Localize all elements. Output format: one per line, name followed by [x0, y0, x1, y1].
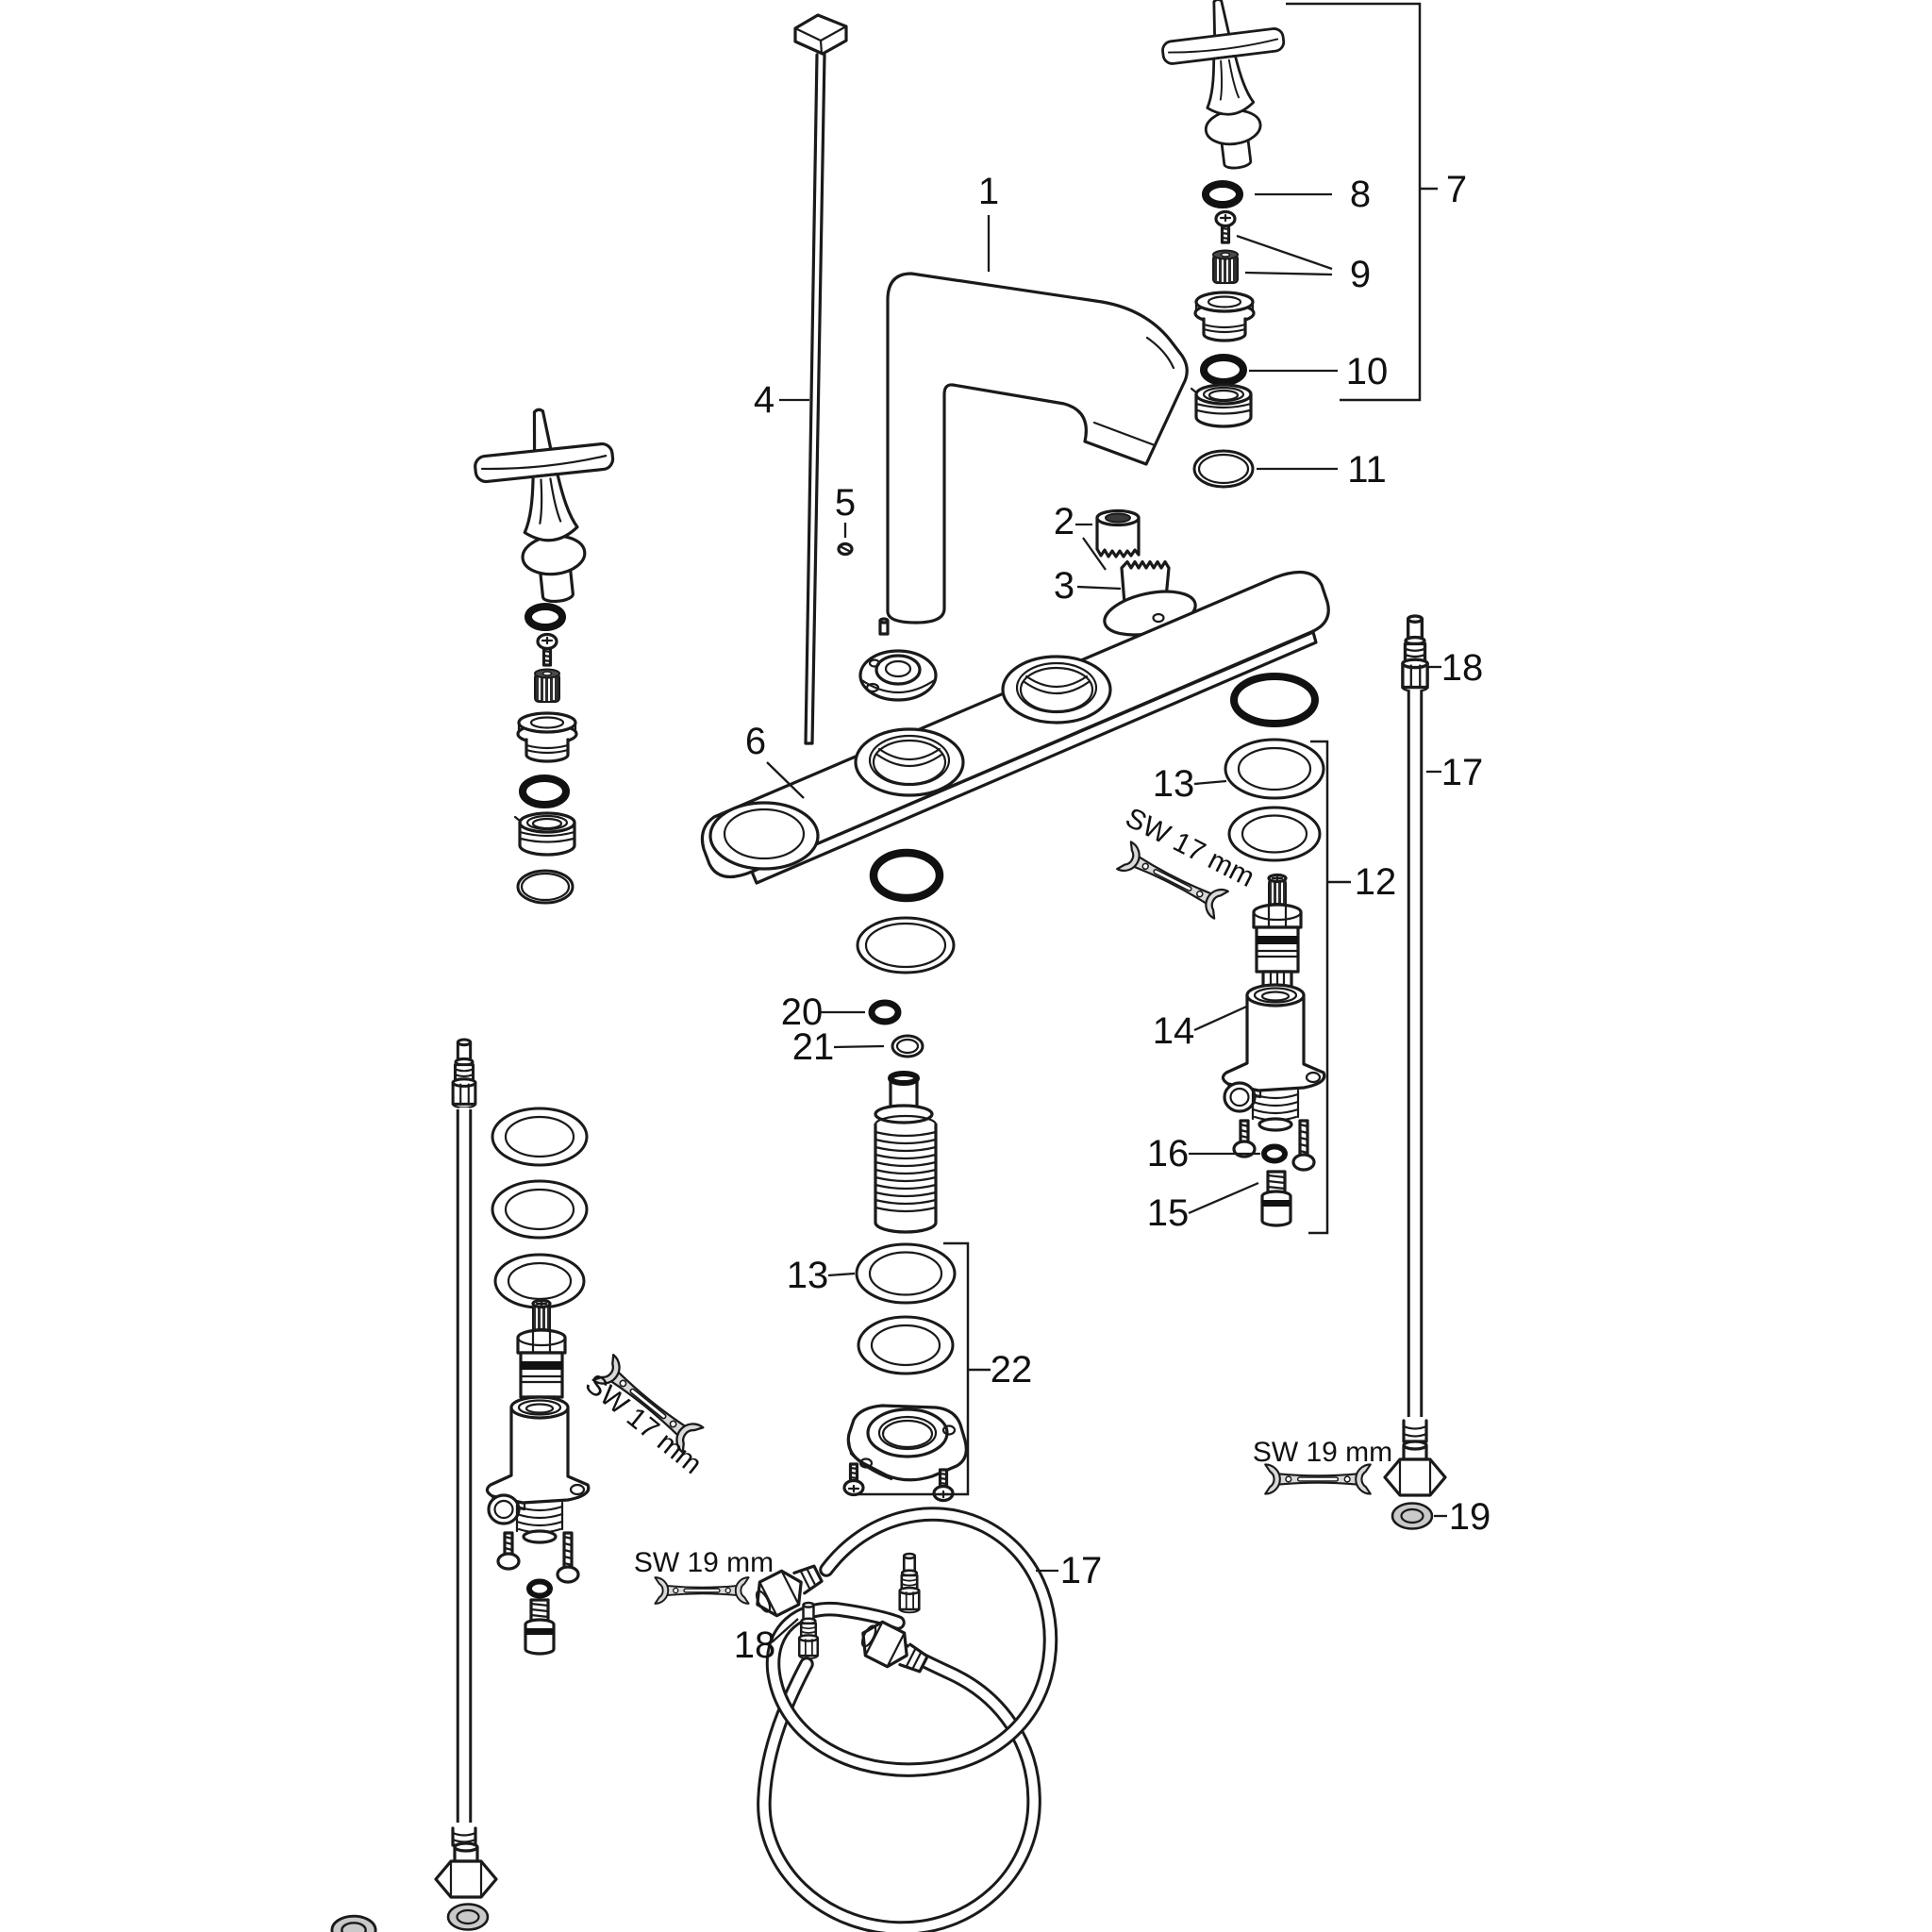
spout: 1: [878, 171, 1189, 636]
callout-3: 3: [1054, 565, 1074, 607]
wrench-label-sw19-bottom: SW 19 mm: [634, 1547, 774, 1578]
plate-hole-spout: [708, 801, 820, 871]
o-ring-10: [1200, 354, 1247, 386]
bracket-12: [1308, 740, 1351, 1235]
plate-hole-middle: [854, 727, 965, 797]
seal-ring-11: [1192, 449, 1255, 489]
callout-15: 15: [1147, 1192, 1190, 1234]
bracket-22: [854, 1241, 991, 1496]
aerator-key: [1103, 559, 1197, 637]
hose-connector-center: [898, 1552, 921, 1614]
callout-4: 4: [754, 379, 774, 421]
callout-2: 2: [1054, 501, 1074, 542]
handle-right-exploded: 7 8 9 10 11: [1156, 0, 1467, 491]
valve-body-right: [1221, 983, 1326, 1172]
callout-16: 16: [1147, 1133, 1190, 1174]
center-column-exploded: 20 21 13: [781, 848, 1033, 1503]
callout-18-bottom: 18: [734, 1624, 776, 1666]
callout-18-right: 18: [1441, 647, 1484, 689]
callout-7: 7: [1446, 169, 1467, 210]
handle-left-exploded: [468, 401, 629, 905]
spout-escutcheon: [858, 649, 938, 702]
adapter-left: [524, 1598, 556, 1656]
wrench-label-sw17-right: SW 17 mm: [1121, 802, 1259, 893]
hose-washer-left: [446, 1903, 490, 1931]
hose-nut-left: [434, 1841, 498, 1899]
bracket-7: [1286, 2, 1438, 402]
plate-hole-right: [1001, 655, 1112, 724]
valve-body-left: [485, 1395, 591, 1584]
callout-1: 1: [978, 171, 999, 212]
o-ring-left-handle: [525, 603, 566, 631]
right-valve-exploded: 13 SW 17 mm 14 16 15 12: [1116, 673, 1397, 1235]
callout-19: 19: [1449, 1496, 1491, 1538]
callout-12: 12: [1355, 861, 1397, 903]
o-ring-8: [1202, 180, 1243, 208]
callout-17-right: 17: [1441, 752, 1484, 793]
connection-hoses: SW 19 mm 18 17: [634, 1507, 1103, 1932]
wrench-sw19-bottom: [654, 1576, 750, 1605]
aerator-insert: [1095, 508, 1141, 558]
threaded-bushing-left: [513, 811, 576, 857]
mounting-flange: [846, 1404, 968, 1482]
seal-ring-left: [516, 869, 575, 905]
hose-corrugation-right: [1402, 1419, 1428, 1443]
right-supply-hose: 18 17 19 SW 19 mm: [1253, 614, 1491, 1538]
aerator-exploded: 2 3: [1054, 501, 1197, 637]
callout-10: 10: [1346, 351, 1389, 392]
callout-13-center: 13: [787, 1255, 829, 1296]
o-ring-left-2: [519, 774, 570, 808]
cross-handle-left: [468, 401, 629, 610]
hose-connector-left-top: [451, 1038, 477, 1109]
spout-pin: [878, 619, 890, 636]
washers-13-right: [1224, 738, 1325, 862]
pull-rod: [804, 53, 826, 745]
callout-8: 8: [1350, 174, 1371, 215]
cartridge-14: [1252, 873, 1303, 993]
wrench-sw19-right: [1264, 1463, 1372, 1495]
hose-washer-left-2: [330, 1914, 377, 1932]
handle-bushing-right: [1193, 291, 1256, 342]
handle-bushing-left: [516, 711, 578, 763]
washer-under-plate: [856, 916, 956, 974]
callout-5: 5: [835, 482, 856, 524]
o-ring-left-valve: [526, 1578, 553, 1599]
wrench-label-sw19-right: SW 19 mm: [1253, 1437, 1392, 1468]
callout-11: 11: [1347, 449, 1387, 491]
spline-adapter-left: [534, 668, 560, 703]
callout-17-bottom: 17: [1060, 1550, 1103, 1591]
spline-adapter-right: [1212, 249, 1239, 284]
o-ring-20: [868, 999, 902, 1025]
left-supply-hose: [330, 1038, 498, 1932]
callout-21: 21: [792, 1026, 835, 1068]
threaded-bushing-right: [1190, 383, 1253, 428]
callout-9: 9: [1350, 254, 1371, 295]
callout-13-right: 13: [1153, 763, 1195, 805]
callout-20: 20: [781, 991, 824, 1033]
hose-nut-right: [1383, 1440, 1447, 1497]
o-ring-under-plate: [869, 848, 944, 903]
handle-screw-right: [1214, 209, 1237, 244]
adapter-15: [1260, 1170, 1292, 1227]
callout-22: 22: [991, 1349, 1033, 1391]
hose-connector-right-top: [1401, 614, 1429, 693]
o-ring-16: [1261, 1143, 1288, 1164]
cross-handle-right: [1156, 0, 1300, 177]
washers-left: [491, 1107, 589, 1309]
o-ring-right-valve-top: [1230, 673, 1319, 727]
hose-nut-b: [853, 1614, 934, 1683]
handle-screw-left: [536, 632, 558, 667]
flange-screw-left: [842, 1462, 865, 1497]
pull-rod-assembly: 4 5: [754, 13, 856, 745]
washer-center-2: [857, 1315, 955, 1375]
base-plate: 6: [700, 570, 1330, 885]
callout-6: 6: [745, 721, 766, 762]
washer-13-center: [855, 1242, 957, 1305]
threaded-shank: [874, 1071, 938, 1234]
callout-14: 14: [1153, 1010, 1195, 1052]
o-ring-21: [891, 1034, 924, 1058]
washer-19: [1391, 1502, 1434, 1530]
pull-rod-knob: [793, 13, 848, 56]
